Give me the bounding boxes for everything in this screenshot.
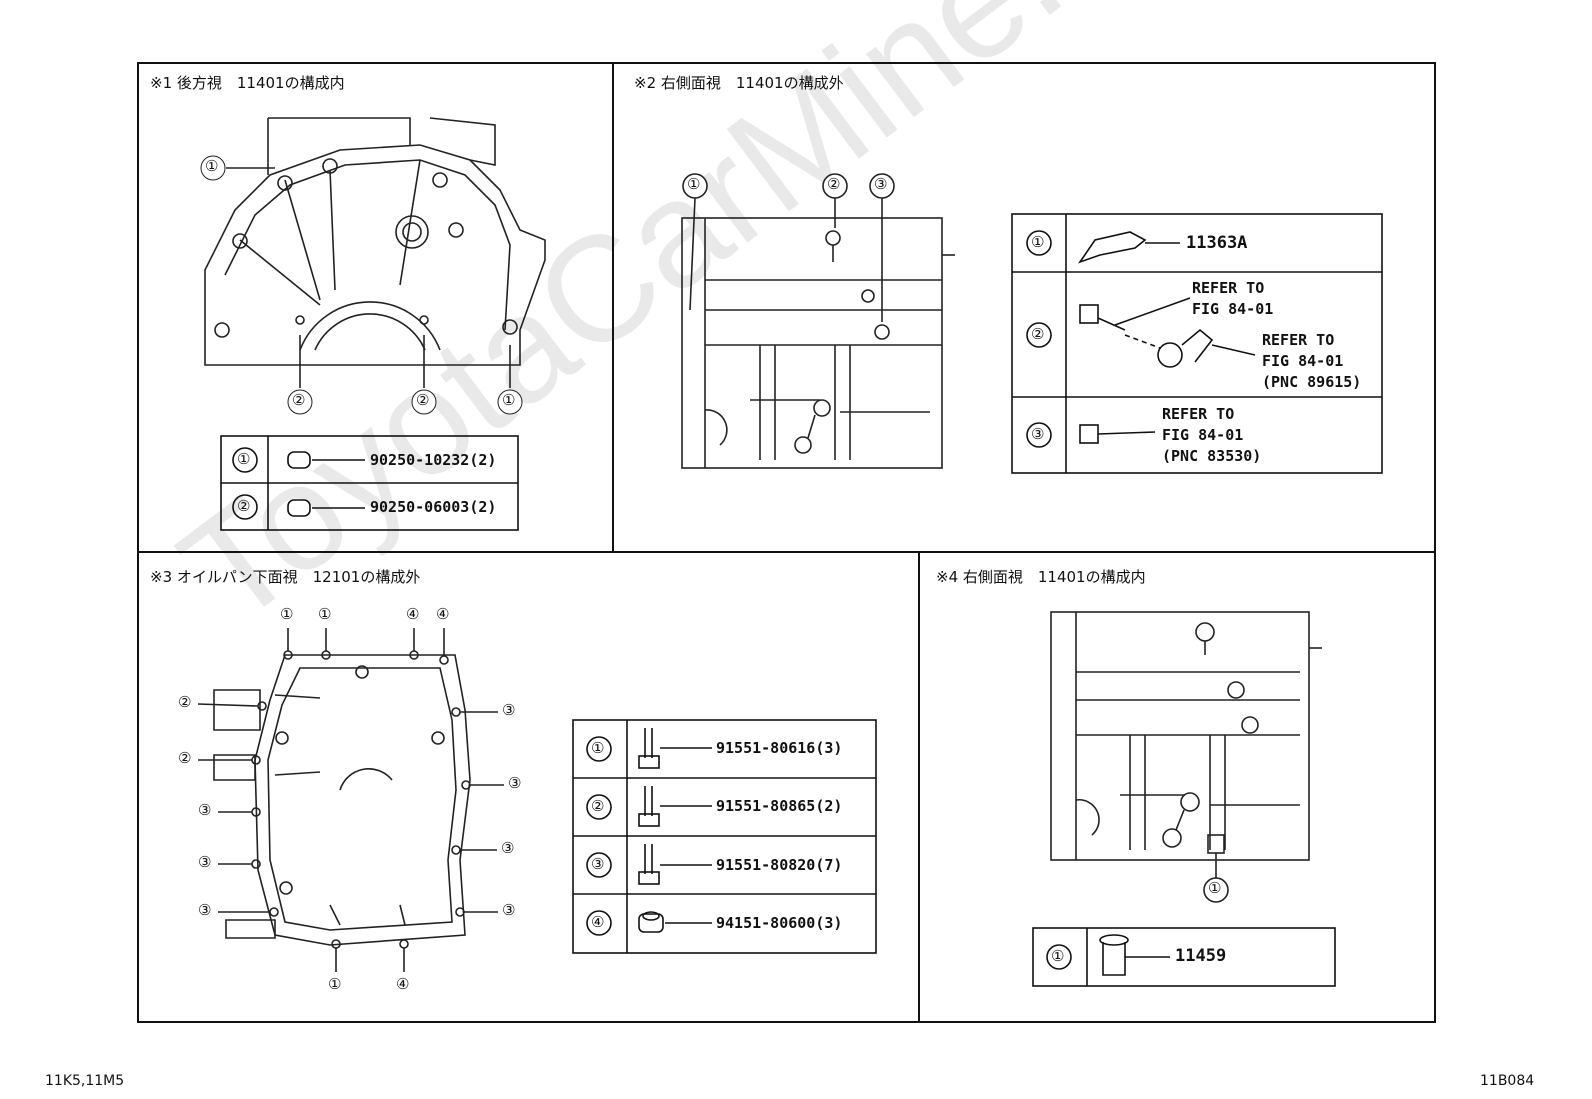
t3-row4-num: ④ bbox=[591, 913, 605, 931]
s3-callout-3f: ③ bbox=[501, 839, 515, 857]
t4-row1-num: ① bbox=[1051, 947, 1065, 965]
s3-callout-3c: ③ bbox=[198, 901, 212, 919]
t1-row1-part: 90250-10232(2) bbox=[370, 451, 497, 469]
s3-callout-3b: ③ bbox=[198, 853, 212, 871]
s3-callout-1b: ① bbox=[318, 605, 332, 623]
footer-right-code: 11B084 bbox=[1480, 1073, 1535, 1089]
t2-row1-num: ① bbox=[1031, 233, 1045, 251]
s1-callout-2-right: ② bbox=[416, 391, 430, 409]
s2-callout-1: ① bbox=[687, 175, 701, 193]
s3-callout-4b: ④ bbox=[436, 605, 450, 623]
s3-callout-1c: ① bbox=[328, 975, 342, 993]
s3-callout-3g: ③ bbox=[502, 901, 516, 919]
t3-row3-num: ③ bbox=[591, 855, 605, 873]
t3-row1-part: 91551-80616(3) bbox=[716, 739, 843, 757]
s4-callout-1: ① bbox=[1208, 879, 1222, 897]
divider-bottom bbox=[918, 551, 920, 1023]
t1-row2-part: 90250-06003(2) bbox=[370, 498, 497, 516]
s3-callout-2a: ② bbox=[178, 693, 192, 711]
s3-callout-3d: ③ bbox=[502, 701, 516, 719]
s1-callout-1-top: ① bbox=[205, 157, 219, 175]
t3-row3-part: 91551-80820(7) bbox=[716, 856, 843, 874]
s3-callout-4c: ④ bbox=[396, 975, 410, 993]
t2-row3-line2: FIG 84-01 bbox=[1162, 426, 1244, 444]
s1-callout-1-bottom: ① bbox=[502, 391, 516, 409]
s2-callout-3: ③ bbox=[874, 175, 888, 193]
t3-row4-part: 94151-80600(3) bbox=[716, 914, 843, 932]
t2-row2-ref1-line2: FIG 84-01 bbox=[1192, 300, 1274, 318]
s2-callout-2: ② bbox=[827, 175, 841, 193]
t2-row3-num: ③ bbox=[1031, 425, 1045, 443]
drawing-frame bbox=[137, 62, 1436, 1023]
s1-callout-2-left: ② bbox=[292, 391, 306, 409]
t2-row1-part: 11363A bbox=[1186, 233, 1248, 253]
t1-row1-num: ① bbox=[237, 450, 251, 468]
t3-row1-num: ① bbox=[591, 739, 605, 757]
s3-callout-2b: ② bbox=[178, 749, 192, 767]
t2-row3-line1: REFER TO bbox=[1162, 405, 1235, 423]
section-4-title: ※4 右側面視 11401の構成内 bbox=[936, 568, 1146, 586]
section-2-title: ※2 右側面視 11401の構成外 bbox=[634, 74, 844, 92]
t2-row2-ref2-line2: FIG 84-01 bbox=[1262, 352, 1344, 370]
s3-callout-3a: ③ bbox=[198, 801, 212, 819]
s3-callout-4a: ④ bbox=[406, 605, 420, 623]
section-3-title: ※3 オイルパン下面視 12101の構成外 bbox=[150, 568, 421, 586]
t2-row2-ref2-line1: REFER TO bbox=[1262, 331, 1335, 349]
s3-callout-1a: ① bbox=[280, 605, 294, 623]
t3-row2-part: 91551-80865(2) bbox=[716, 797, 843, 815]
t2-row2-ref2-pnc: (PNC 89615) bbox=[1262, 373, 1362, 391]
t3-row2-num: ② bbox=[591, 797, 605, 815]
t2-row2-num: ② bbox=[1031, 325, 1045, 343]
s3-callout-3e: ③ bbox=[508, 774, 522, 792]
divider-middle bbox=[137, 551, 1436, 553]
t2-row3-pnc: (PNC 83530) bbox=[1162, 447, 1262, 465]
t1-row2-num: ② bbox=[237, 497, 251, 515]
t2-row2-ref1-line1: REFER TO bbox=[1192, 279, 1265, 297]
t4-row1-part: 11459 bbox=[1175, 946, 1227, 966]
footer-left-code: 11K5,11M5 bbox=[45, 1073, 125, 1089]
divider-top bbox=[612, 62, 614, 552]
section-1-title: ※1 後方視 11401の構成内 bbox=[150, 74, 345, 92]
